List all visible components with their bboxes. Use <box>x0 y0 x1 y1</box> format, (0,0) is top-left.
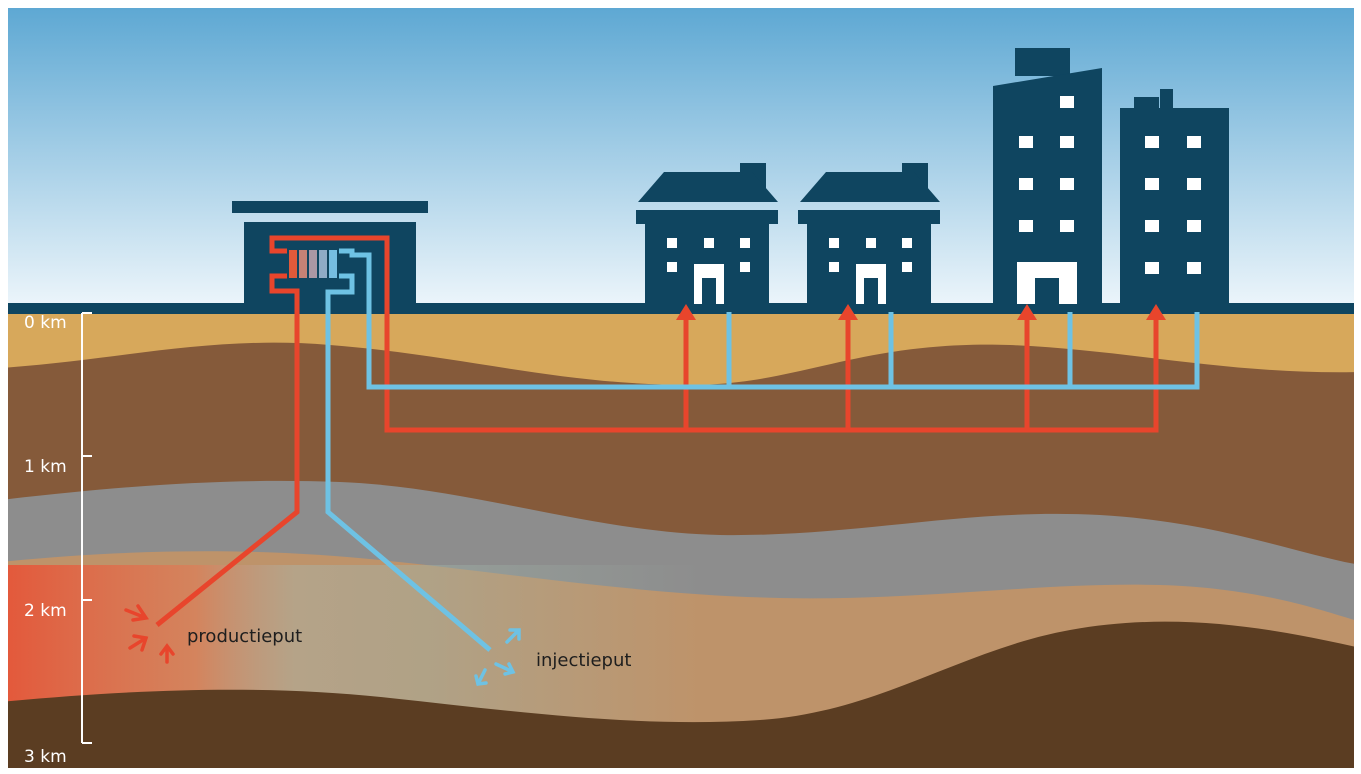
hot-pipe <box>155 235 1159 627</box>
arrow-up-icon <box>1017 304 1037 320</box>
production-inflow-arrows <box>124 604 175 664</box>
house-icon <box>798 163 940 304</box>
arrow-up-icon <box>676 304 696 320</box>
arrow-up-icon <box>1146 304 1166 320</box>
ground-line <box>8 303 1354 314</box>
cold-pipe <box>325 248 1200 652</box>
depth-label-0km: 0 km <box>24 313 67 333</box>
depth-label-1km: 1 km <box>24 457 67 477</box>
arrow-up-icon <box>838 304 858 320</box>
injection-well-label: injectieput <box>536 650 631 671</box>
house-icon <box>636 163 778 304</box>
injection-outflow-arrows <box>474 628 521 686</box>
production-well-label: productieput <box>187 626 302 647</box>
depth-label-2km: 2 km <box>24 601 67 621</box>
heat-exchanger-icon <box>289 250 337 278</box>
layer-dark <box>8 621 1354 768</box>
depth-label-3km: 3 km <box>24 747 67 767</box>
apartment-building-icon <box>993 48 1102 304</box>
apartment-building-icon <box>1120 89 1229 304</box>
depth-scale: 0 km 1 km 2 km 3 km <box>24 312 92 767</box>
supply-arrows <box>676 304 1166 320</box>
